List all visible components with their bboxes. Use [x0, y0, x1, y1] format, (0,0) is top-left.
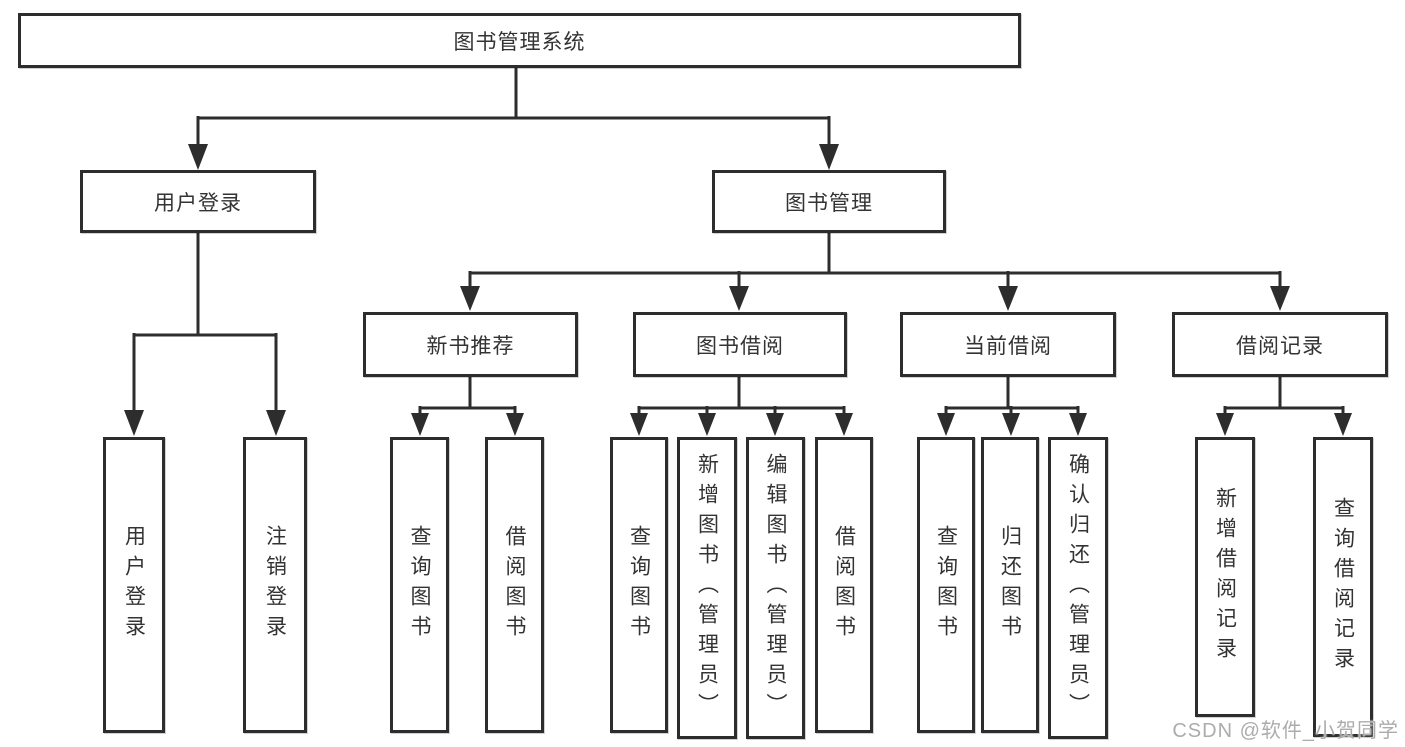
node-current-borrowing-label: 当前借阅 [964, 334, 1052, 358]
leaf-recommend-query-books-label: 查询图书 [408, 525, 431, 645]
leaf-current-query-books-label: 查询图书 [934, 525, 958, 645]
node-new-book-recommendation: 新书推荐 [363, 312, 578, 377]
leaf-borrowing-borrow-books: 借阅图书 [815, 437, 873, 733]
leaf-recommend-borrow-books-label: 借阅图书 [503, 525, 526, 645]
node-library-management-system-label: 图书管理系统 [453, 30, 586, 54]
leaf-recommend-query-books: 查询图书 [390, 437, 449, 733]
leaf-borrowing-borrow-books-label: 借阅图书 [832, 525, 856, 645]
leaf-borrowing-query-books-label: 查询图书 [627, 525, 651, 645]
node-book-management-label: 图书管理 [785, 191, 873, 215]
csdn-watermark: CSDN @软件_小贺同学 [1172, 720, 1399, 742]
leaf-add-borrow-record: 新增借阅记录 [1195, 437, 1255, 717]
leaf-add-borrow-record-label: 新增借阅记录 [1213, 487, 1237, 667]
node-current-borrowing: 当前借阅 [900, 312, 1116, 377]
leaf-edit-books-admin: 编辑图书（管理员） [746, 437, 805, 739]
leaf-user-login-label: 用户登录 [122, 525, 146, 645]
node-user-login: 用户登录 [80, 170, 316, 233]
leaf-query-borrow-record-label: 查询借阅记录 [1331, 497, 1355, 677]
leaf-borrowing-query-books: 查询图书 [610, 437, 668, 733]
leaf-query-borrow-record: 查询借阅记录 [1313, 437, 1373, 737]
node-borrowing-records-label: 借阅记录 [1236, 334, 1324, 358]
node-library-management-system: 图书管理系统 [18, 13, 1021, 68]
node-new-book-recommendation-label: 新书推荐 [426, 334, 515, 358]
leaf-current-query-books: 查询图书 [917, 437, 975, 733]
leaf-confirm-return-admin: 确认归还（管理员） [1048, 437, 1108, 739]
node-borrowing-records: 借阅记录 [1172, 312, 1388, 377]
leaf-return-books: 归还图书 [981, 437, 1039, 733]
leaf-edit-books-admin-label: 编辑图书（管理员） [764, 453, 787, 723]
leaf-add-books-admin-label: 新增图书（管理员） [695, 453, 719, 723]
node-book-management: 图书管理 [712, 170, 946, 233]
leaf-user-login: 用户登录 [103, 437, 165, 733]
leaf-return-books-label: 归还图书 [998, 525, 1022, 645]
node-book-borrowing-label: 图书借阅 [696, 334, 784, 358]
node-book-borrowing: 图书借阅 [633, 312, 847, 377]
leaf-confirm-return-admin-label: 确认归还（管理员） [1066, 453, 1090, 723]
node-user-login-label: 用户登录 [154, 191, 242, 215]
leaf-logout-label: 注销登录 [263, 525, 287, 645]
leaf-logout: 注销登录 [243, 437, 307, 733]
leaf-add-books-admin: 新增图书（管理员） [677, 437, 737, 739]
leaf-recommend-borrow-books: 借阅图书 [485, 437, 544, 733]
